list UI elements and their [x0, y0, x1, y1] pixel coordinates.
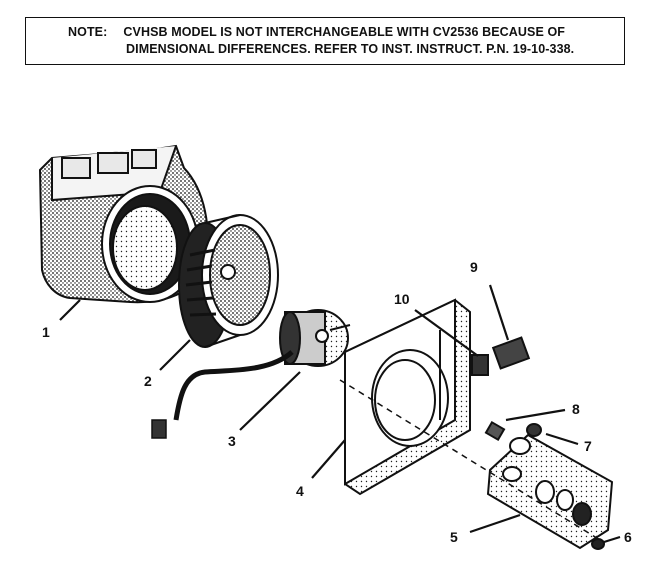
callout-4: 4 [296, 483, 304, 499]
assembly-center-line [339, 379, 601, 541]
callout-1: 1 [42, 324, 50, 340]
control-bracket [486, 433, 614, 550]
callout-3: 3 [228, 433, 236, 449]
callout-7: 7 [584, 438, 592, 454]
callout-9: 9 [470, 259, 478, 275]
wiring-harness [151, 350, 294, 439]
note-label: NOTE: [68, 25, 108, 39]
note-text-line-1: CVHSB MODEL IS NOT INTERCHANGEABLE WITH … [123, 25, 566, 39]
grommet-6 [591, 538, 605, 550]
switch-9 [491, 336, 531, 370]
callout-6: 6 [624, 529, 632, 545]
connector-10 [471, 354, 489, 376]
callout-5: 5 [450, 529, 458, 545]
note-text-line-2: DIMENSIONAL DIFFERENCES. REFER TO INST. … [126, 42, 575, 56]
nut-7 [526, 423, 542, 437]
blower-wheel [178, 214, 279, 348]
blower-motor [279, 309, 351, 367]
callout-8: 8 [572, 401, 580, 417]
callout-10: 10 [394, 291, 410, 307]
mounting-plate [344, 298, 471, 496]
callout-2: 2 [144, 373, 152, 389]
leader-lines [59, 284, 621, 544]
note-box: NOTE: CVHSB MODEL IS NOT INTERCHANGEABLE … [25, 17, 625, 65]
fitting-8 [484, 420, 506, 442]
note-line-1: NOTE: CVHSB MODEL IS NOT INTERCHANGEABLE … [68, 24, 565, 41]
